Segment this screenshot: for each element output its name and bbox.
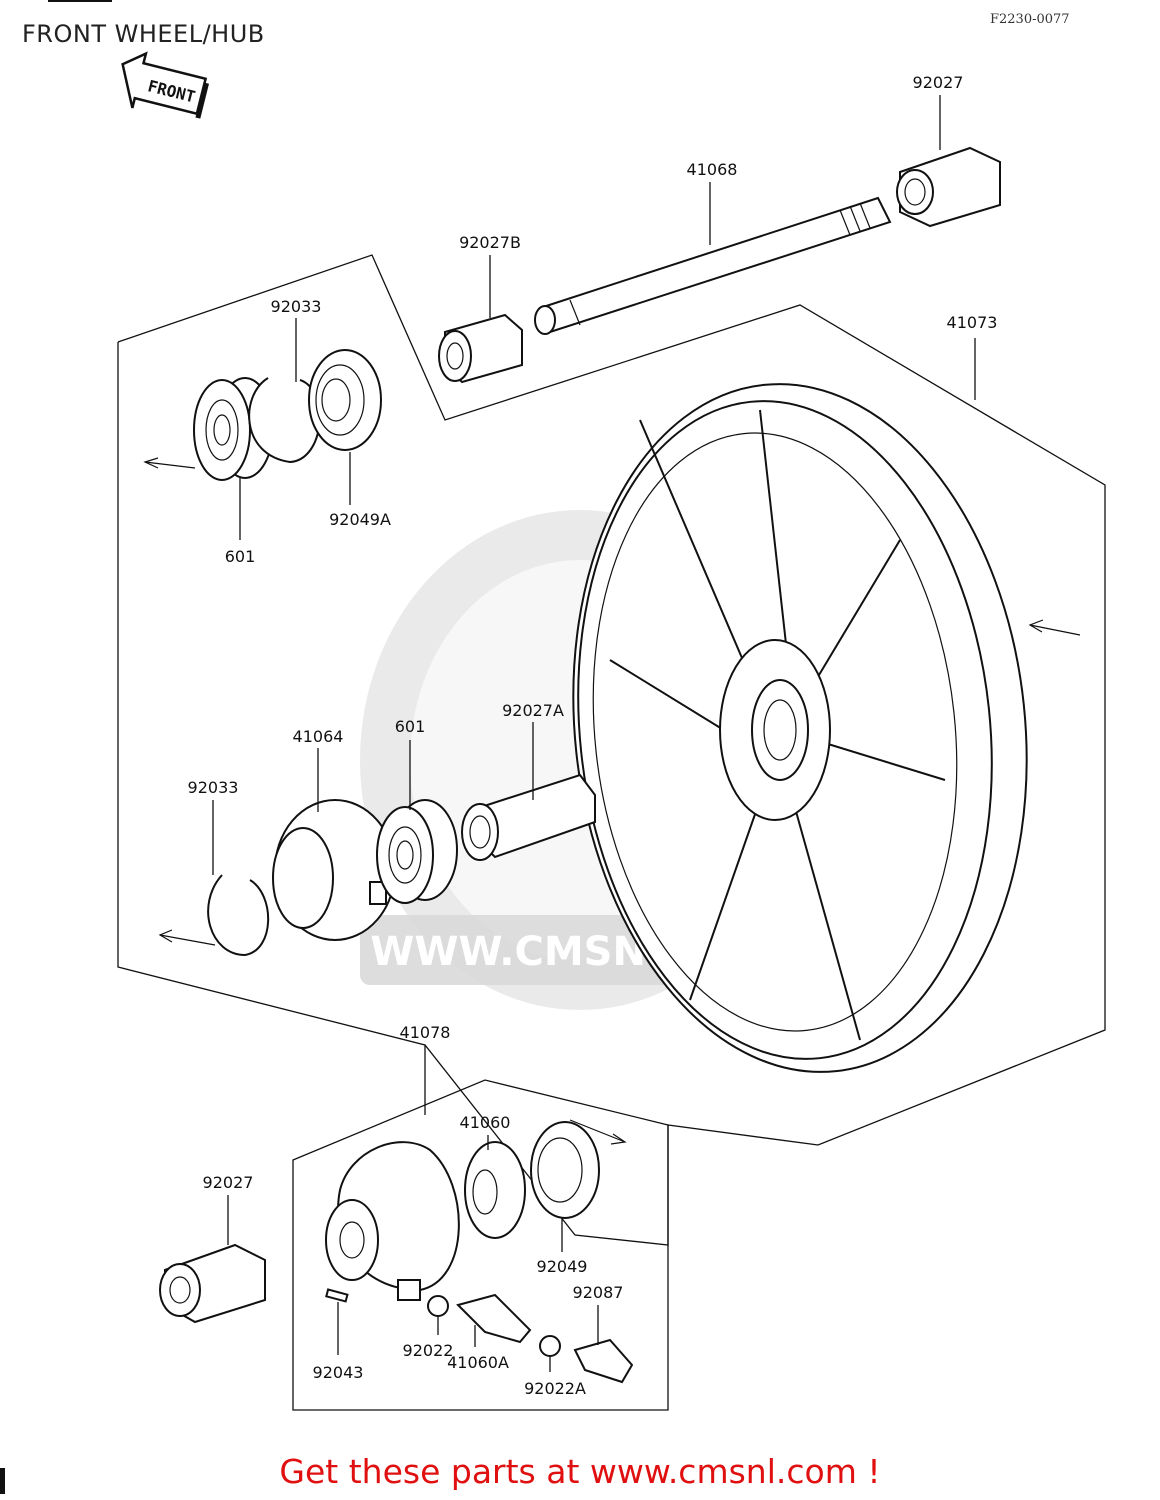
label-41060A: 41060A (447, 1353, 509, 1372)
label-92049: 92049 (537, 1257, 588, 1276)
wheel-41073 (572, 383, 1028, 1073)
label-92087: 92087 (573, 1283, 624, 1302)
label-601-top: 601 (225, 547, 256, 566)
spacer-92027B (438, 313, 523, 384)
washer-92022A (539, 1335, 561, 1357)
hub-box-outline (292, 1079, 669, 1411)
label-92022A: 92022A (524, 1379, 586, 1398)
label-92027-bottom: 92027 (203, 1173, 254, 1192)
seal-92049 (530, 1121, 600, 1219)
axle-nut-92027 (896, 146, 1001, 228)
spacer-92027A (461, 773, 596, 861)
label-41068: 41068 (687, 160, 738, 179)
cta-link[interactable]: Get these parts at www.cmsnl.com ! (279, 1452, 881, 1491)
label-92027-top: 92027 (913, 73, 964, 92)
label-92027A: 92027A (502, 701, 564, 720)
footer-bar (0, 1468, 5, 1494)
direction-arrows (143, 457, 1081, 1145)
seal-92049A (308, 349, 382, 451)
front-arrow-icon: FRONT (121, 51, 209, 119)
hub-cover-41064 (272, 799, 396, 941)
label-92043: 92043 (313, 1363, 364, 1382)
axle-41068 (534, 196, 892, 335)
gear-housing-41078 (325, 1141, 460, 1301)
figure-code: F2230-0077 (990, 12, 1070, 27)
page-title: FRONT WHEEL/HUB (22, 20, 265, 48)
label-41078: 41078 (400, 1023, 451, 1042)
label-92049A: 92049A (329, 510, 391, 529)
label-92033-mid: 92033 (188, 778, 239, 797)
drive-shaft-41060A (456, 1293, 532, 1344)
bearing-601-mid (376, 799, 458, 904)
label-92022: 92022 (403, 1341, 454, 1360)
gear-41060 (464, 1141, 526, 1239)
label-601-mid: 601 (395, 717, 426, 736)
pin-92043 (325, 1288, 349, 1303)
header-rule (48, 0, 112, 2)
label-41064: 41064 (293, 727, 344, 746)
label-41060: 41060 (460, 1113, 511, 1132)
leader-lines (212, 95, 976, 1372)
axle-nut-92027-bottom (159, 1243, 266, 1324)
circlip-92033-mid (207, 874, 270, 957)
label-92033-top: 92033 (271, 297, 322, 316)
washer-92022 (427, 1295, 449, 1317)
label-92027B: 92027B (459, 233, 521, 252)
part-labels: 92027 41068 92027B 92033 41073 92049A 60… (188, 73, 998, 1398)
bearing-601-top (193, 377, 274, 481)
bushing-92087 (573, 1338, 634, 1384)
label-41073: 41073 (947, 313, 998, 332)
